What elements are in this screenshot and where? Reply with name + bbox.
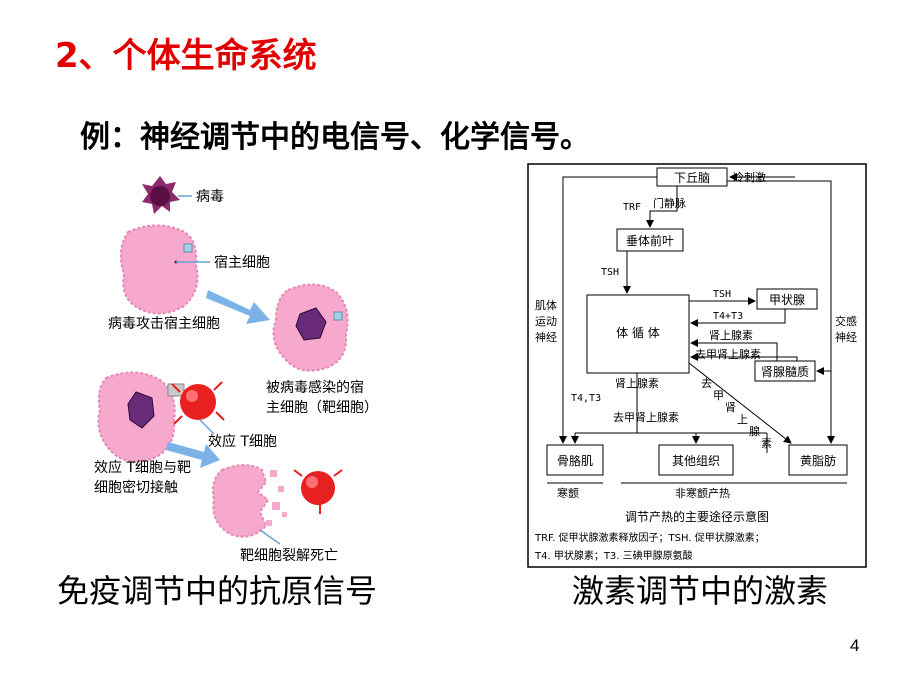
edge-label-diag-5: 腺: [749, 424, 760, 438]
label-effector-t: 效应 T细胞: [208, 433, 277, 450]
diagram-note-1: TRF. 促甲状腺激素释放因子；TSH. 促甲状腺激素；: [534, 531, 765, 544]
caption-hormone: 激素调节中的激素: [572, 572, 829, 610]
edge-label-trf: TRF: [623, 202, 641, 213]
node-other-tissue: [658, 444, 734, 476]
edge-label-diag-1: 去: [701, 377, 712, 390]
node-circulation-label: 体 循 体: [616, 326, 660, 340]
hormone-figure: 下丘脑 垂体前叶 体 循 体 甲状腺 肾腺髓质 骨胳肌 其他组织 黄脂肪 冷刺激…: [527, 163, 867, 568]
edge-label-somatic-1: 肌体: [535, 298, 557, 312]
virus-icon: [142, 176, 180, 214]
node-adrenal-medulla-label: 肾腺髓质: [761, 365, 809, 379]
slide-subtitle: 例：神经调节中的电信号、化学信号。: [80, 120, 590, 155]
edge-label-diag-2: 甲: [713, 389, 724, 402]
edge-label-adrenaline-down: 肾上腺素: [615, 376, 659, 390]
caption-immune: 免疫调节中的抗原信号: [57, 572, 378, 610]
node-brown-fat-label: 黄脂肪: [800, 453, 836, 468]
label-contact-1: 效应 T细胞与靶: [94, 459, 191, 476]
node-thyroid: [756, 288, 818, 310]
hormone-diagram-svg: 下丘脑 垂体前叶 体 循 体 甲状腺 肾腺髓质 骨胳肌 其他组织 黄脂肪 冷刺激…: [527, 163, 867, 568]
label-non-shiver: 非寒颤产热: [675, 486, 730, 500]
label-infected-2: 主细胞（靶细胞）: [266, 400, 378, 416]
edge-label-norepi-right: 去甲肾上腺素: [695, 347, 761, 361]
infected-cell-icon: [272, 283, 349, 372]
edge-label-somatic-2: 运动: [535, 315, 557, 328]
edge-label-somatic-3: 神经: [535, 330, 557, 344]
lysed-cell-icon: [212, 464, 287, 538]
node-pituitary-label: 垂体前叶: [626, 233, 674, 248]
node-adrenal-medulla: [754, 360, 816, 382]
immune-figure: 病毒 宿主细胞 病毒攻击宿主细胞 被病毒感染的宿 主细胞（靶细胞）: [80, 170, 400, 570]
effector-t-cell-icon: [293, 469, 343, 514]
edge-label-tsh-left: TSH: [601, 267, 619, 278]
edge-label-norepi-down: 去甲肾上腺素: [613, 410, 679, 424]
edge-label-portal-vein: 门静脉: [653, 196, 686, 210]
node-skeletal-muscle-label: 骨胳肌: [557, 454, 593, 468]
node-thyroid-label: 甲状腺: [769, 293, 805, 307]
edge-label-cold: 冷刺激: [733, 170, 766, 184]
label-lysis: 靶细胞裂解死亡: [240, 548, 338, 564]
edge-label-sympathetic-1: 交感: [835, 314, 857, 328]
edge-label-adrenaline-right: 肾上腺素: [709, 328, 753, 342]
host-cell-icon: [119, 224, 199, 315]
slide-title: 2、个体生命系统: [55, 36, 317, 76]
immune-figure-svg: 病毒 宿主细胞 病毒攻击宿主细胞 被病毒感染的宿 主细胞（靶细胞）: [94, 176, 378, 564]
diagram-note-2: T4. 甲状腺素；T3. 三碘甲腺原氨酸: [534, 549, 693, 562]
node-hypothalamus-label: 下丘脑: [674, 171, 710, 185]
edge-label-t4t3-right: T4+T3: [713, 311, 743, 322]
label-infected-1: 被病毒感染的宿: [266, 379, 364, 396]
label-contact-2: 细胞密切接触: [94, 479, 178, 496]
arrow-icon: [206, 290, 270, 324]
label-virus-attack: 病毒攻击宿主细胞: [108, 315, 220, 332]
node-other-tissue-label: 其他组织: [672, 454, 720, 468]
label-host-cell: 宿主细胞: [214, 254, 270, 271]
edge-label-diag-6: 素: [761, 437, 772, 450]
effector-t-cell-icon: [167, 381, 225, 425]
label-shiver: 寒颤: [557, 486, 579, 500]
edge-label-diag-3: 肾: [725, 401, 736, 414]
node-brown-fat: [788, 444, 848, 476]
infected-cell-contact-icon: [97, 371, 176, 463]
node-circulation: [586, 294, 690, 374]
edge-label-diag-4: 上: [737, 413, 748, 426]
arrow-icon: [166, 442, 220, 468]
node-skeletal-muscle: [546, 444, 604, 476]
node-pituitary: [616, 228, 684, 252]
edge-label-tsh-right: TSH: [713, 289, 731, 300]
page-number: 4: [850, 636, 860, 655]
label-virus: 病毒: [196, 189, 224, 205]
edge-label-sympathetic-2: 神经: [835, 330, 857, 344]
diagram-title: 调节产热的主要途径示意图: [625, 509, 769, 524]
edge-label-t4t3-left: T4,T3: [571, 393, 601, 404]
